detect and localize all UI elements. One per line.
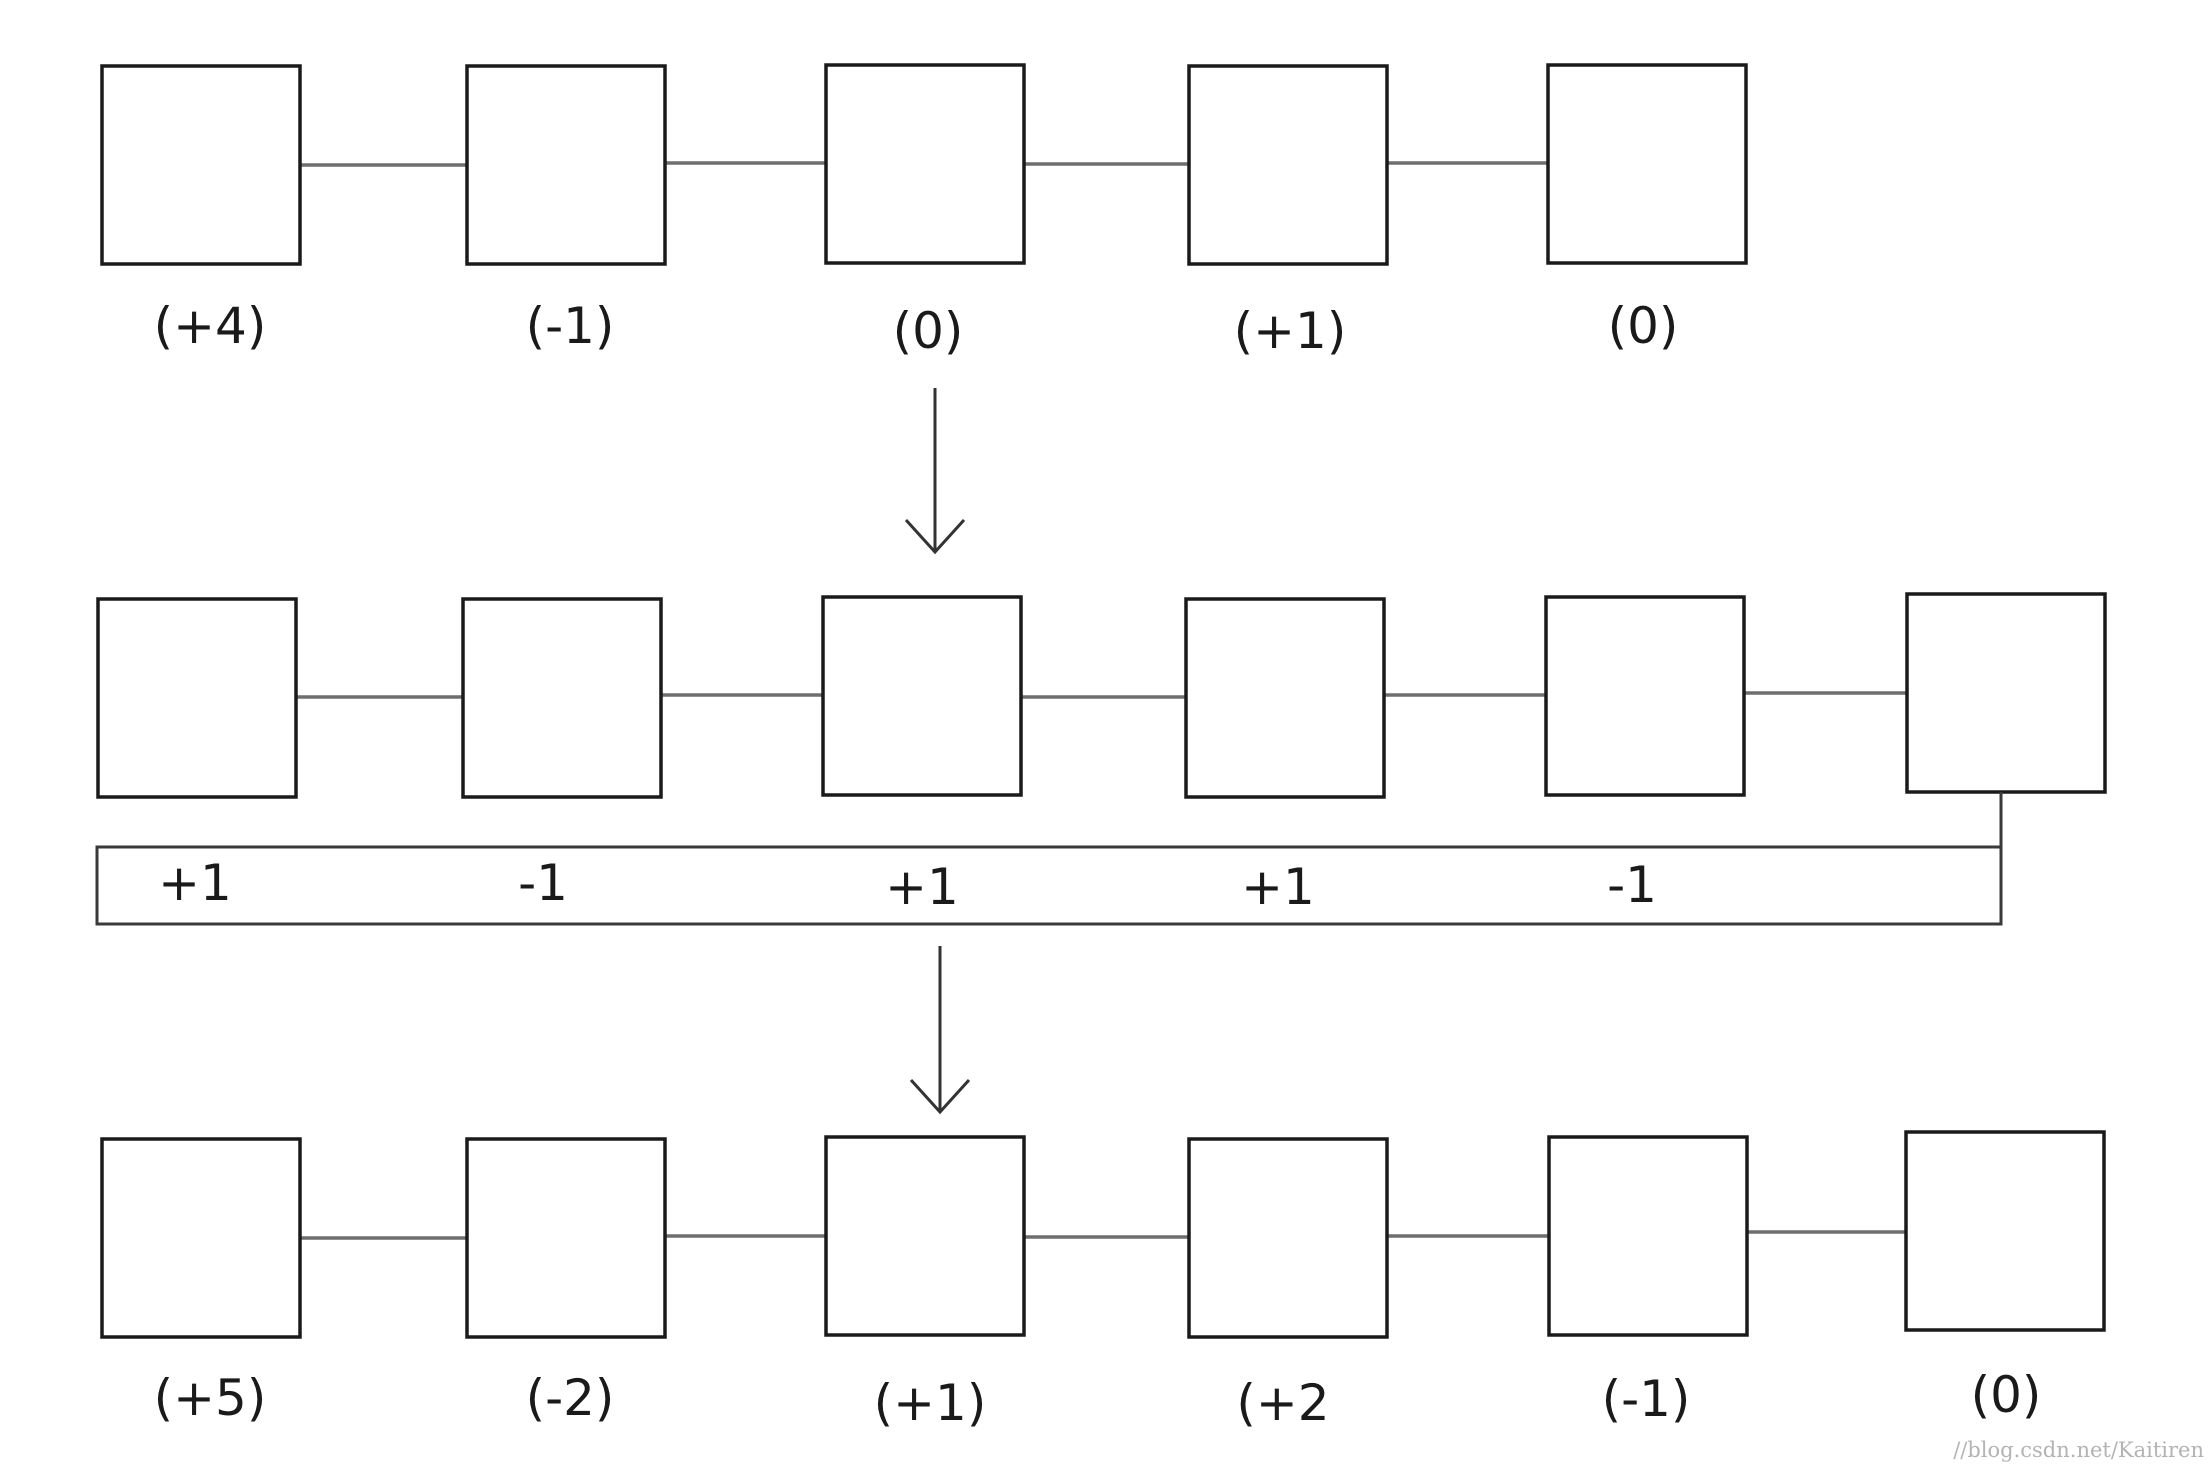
node-mid-4 bbox=[1184, 597, 1386, 799]
node-mid-2 bbox=[461, 597, 663, 799]
down-arrow-1 bbox=[904, 388, 966, 555]
node-bot-3 bbox=[824, 1135, 1026, 1337]
difference-bar-frame bbox=[95, 845, 2003, 926]
label-bot-6: (0) bbox=[1971, 1366, 2042, 1424]
label-bot-5: (-1) bbox=[1602, 1370, 1691, 1428]
node-top-1 bbox=[100, 64, 302, 266]
node-bot-4 bbox=[1187, 1137, 1389, 1339]
label-top-1: (+4) bbox=[154, 297, 267, 355]
row-middle bbox=[96, 592, 2107, 799]
diff-label-2: -1 bbox=[518, 854, 568, 912]
label-top-4: (+1) bbox=[1234, 302, 1347, 360]
row-bottom: (+5) (-2) (+1) (+2 (-1) (0) bbox=[100, 1130, 2106, 1432]
label-top-5: (0) bbox=[1608, 297, 1679, 355]
node-bot-6 bbox=[1904, 1130, 2106, 1332]
node-top-4 bbox=[1187, 64, 1389, 266]
diff-label-3: +1 bbox=[885, 858, 959, 916]
node-bot-5 bbox=[1547, 1135, 1749, 1337]
difference-bar: +1 -1 +1 +1 -1 bbox=[95, 792, 2003, 926]
label-bot-2: (-2) bbox=[526, 1369, 615, 1427]
label-bot-1: (+5) bbox=[154, 1369, 267, 1427]
node-mid-1 bbox=[96, 597, 298, 799]
diff-label-1: +1 bbox=[158, 854, 232, 912]
row-top: (+4) (-1) (0) (+1) (0) bbox=[100, 63, 1748, 360]
label-bot-3: (+1) bbox=[874, 1374, 987, 1432]
node-top-2 bbox=[465, 64, 667, 266]
node-bot-2 bbox=[465, 1137, 667, 1339]
node-top-5 bbox=[1546, 63, 1748, 265]
node-mid-3 bbox=[821, 595, 1023, 797]
label-top-2: (-1) bbox=[526, 297, 615, 355]
diff-label-5: -1 bbox=[1607, 856, 1657, 914]
label-bot-4: (+2 bbox=[1236, 1374, 1329, 1432]
diff-label-4: +1 bbox=[1241, 858, 1315, 916]
label-top-3: (0) bbox=[893, 302, 964, 360]
watermark: //blog.csdn.net/Kaitiren bbox=[1953, 1438, 2204, 1462]
node-top-3 bbox=[824, 63, 1026, 265]
down-arrow-2 bbox=[909, 946, 971, 1115]
node-mid-5 bbox=[1544, 595, 1746, 797]
node-mid-6 bbox=[1905, 592, 2107, 794]
node-bot-1 bbox=[100, 1137, 302, 1339]
